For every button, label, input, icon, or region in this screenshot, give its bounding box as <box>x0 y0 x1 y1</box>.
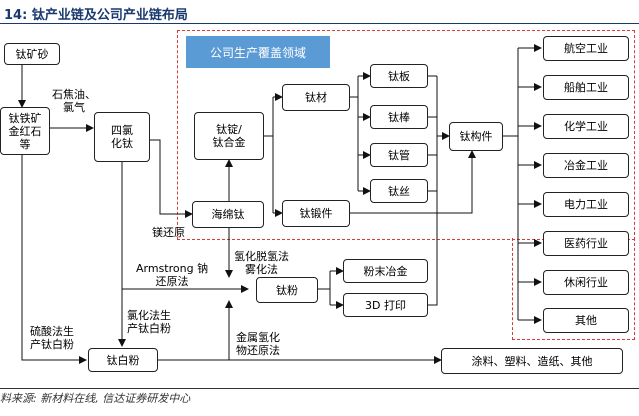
node-sponge: 海绵钛 <box>192 201 264 228</box>
label-chloride-tio2: 氯化法生 产钛白粉 <box>127 309 171 335</box>
app-medical: 医药行业 <box>543 231 629 256</box>
node-ore: 钛矿砂 <box>4 43 60 65</box>
edge-ilmenite-tio2 <box>21 155 87 364</box>
app-other: 其他 <box>543 308 629 333</box>
node-plate: 钛板 <box>370 64 428 88</box>
source-divider <box>0 388 639 389</box>
node-ticl4: 四氯 化钛 <box>94 112 150 162</box>
app-chemical: 化学工业 <box>543 114 629 139</box>
coverage-region-upper <box>177 30 635 240</box>
node-forging: 钛锻件 <box>282 200 350 227</box>
label-coke-chlorine: 石焦油、 氯气 <box>52 88 96 114</box>
coverage-label: 公司生产覆盖领域 <box>186 36 330 68</box>
node-coatings: 涂料、塑料、造纸、其他 <box>441 348 623 374</box>
figure-title: 14: 钛产业链及公司产业链布局 <box>4 8 188 23</box>
app-metallurgy: 冶金工业 <box>543 153 629 178</box>
label-mg-reduction: 镁还原 <box>152 226 185 239</box>
node-3d-printing: 3D 打印 <box>343 293 428 317</box>
node-tio2: 钛白粉 <box>88 348 158 372</box>
node-ilmenite: 钛铁矿 金红石 等 <box>0 107 50 155</box>
node-ingot: 钛锭/ 钛合金 <box>194 112 264 160</box>
app-shipbuilding: 船舶工业 <box>543 75 629 100</box>
edge-forging-component <box>350 150 476 214</box>
title-divider <box>0 23 639 24</box>
node-powder-metallurgy: 粉末冶金 <box>343 259 428 283</box>
label-armstrong: Armstrong 钠 还原法 <box>136 262 209 288</box>
node-material: 钛材 <box>282 84 350 111</box>
source-note: 料来源: 新材料在线, 信达证券研发中心 <box>0 392 191 405</box>
node-powder: 钛粉 <box>256 277 318 303</box>
edge-3d-component <box>428 191 438 306</box>
edge-ticl4-sponge <box>150 139 193 218</box>
node-component: 钛构件 <box>449 122 503 151</box>
node-tube: 钛管 <box>370 143 428 167</box>
app-leisure: 休闲行业 <box>543 270 629 295</box>
coverage-region-right <box>512 238 635 340</box>
label-sulfate-tio2: 硫酸法生 产钛白粉 <box>30 325 74 351</box>
node-wire: 钛丝 <box>370 179 428 203</box>
app-power: 电力工业 <box>543 192 629 217</box>
label-hydride: 氢化脱氢法 雾化法 <box>234 250 289 276</box>
label-metal-hydride: 金属氢化 物还原法 <box>236 331 280 357</box>
node-bar: 钛棒 <box>370 105 428 129</box>
app-aerospace: 航空工业 <box>543 36 629 61</box>
